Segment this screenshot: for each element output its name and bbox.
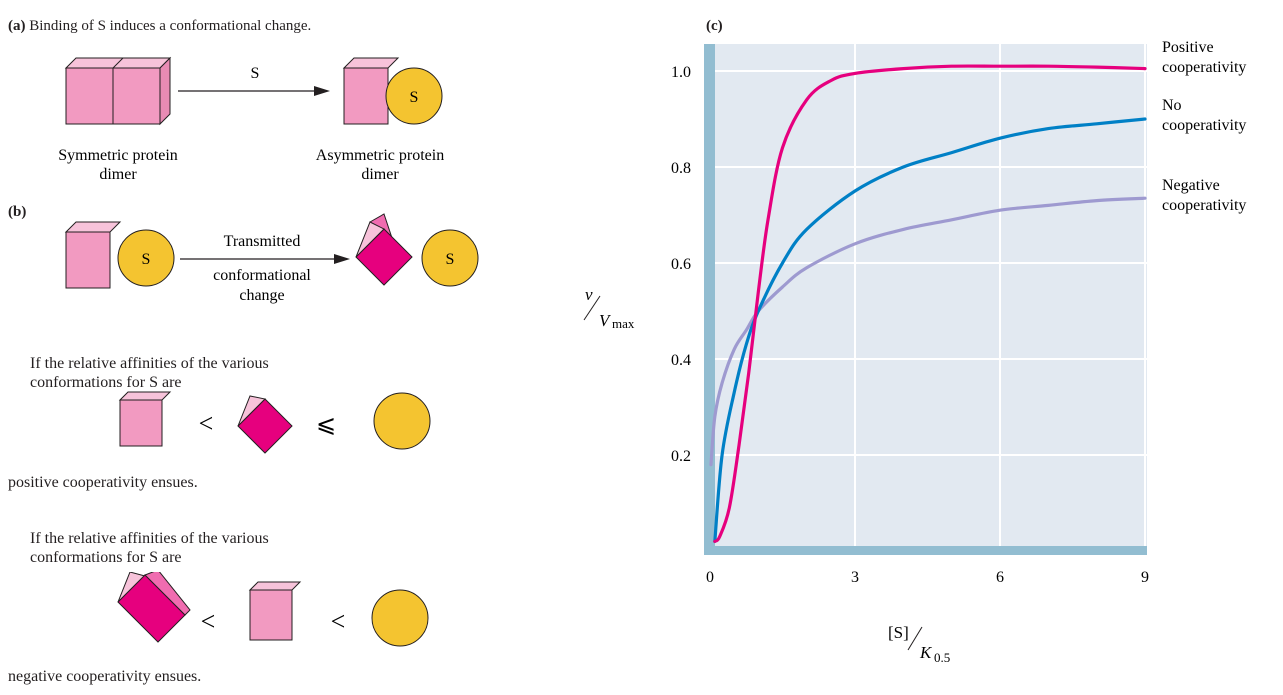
symmetric-caption-1: Symmetric protein — [58, 147, 178, 164]
result-positive: positive cooperativity ensues. — [8, 474, 198, 491]
y-axis-label: v V max — [583, 285, 635, 331]
asymmetric-caption-1: Asymmetric protein — [316, 147, 444, 164]
affinity-relation-1: < ⩽ — [118, 391, 431, 454]
square-icon — [119, 399, 163, 447]
x-axis-band — [704, 546, 1147, 555]
panel-a-diagram: S S Symmetric protein dimer Asymmetric p… — [58, 56, 444, 180]
arrow-bottom-label-1: conformational — [213, 267, 311, 284]
circle-icon — [373, 392, 431, 450]
panel-b-arrowhead — [334, 254, 350, 264]
y-tick-label: 0.6 — [671, 256, 691, 273]
y-label-slash — [583, 295, 601, 321]
asymmetric-caption-2: dimer — [361, 166, 399, 180]
plot-background — [704, 44, 1147, 555]
diamond-top-face — [144, 572, 191, 616]
affinity-relation-2: < < — [117, 572, 429, 647]
legend-label: cooperativity — [1162, 59, 1246, 76]
x-tick-label: 3 — [851, 569, 859, 586]
asymmetric-dimer: S — [342, 57, 443, 125]
relation-2b: < — [331, 607, 346, 636]
y-tick-label: 0.2 — [671, 448, 691, 465]
affinity-text-2a: If the relative affinities of the variou… — [30, 530, 269, 547]
affinity-text-1a: If the relative affinities of the variou… — [30, 355, 269, 372]
panel-c-label: (c) — [706, 18, 723, 34]
x-axis-label: [S] K 0.5 — [888, 623, 950, 665]
panel-b-diagram: S Transmitted conformational change S — [64, 213, 479, 304]
substrate-circle — [385, 67, 443, 125]
x-tick-label: 9 — [1141, 569, 1149, 586]
legend-label: No — [1162, 97, 1182, 114]
square-front-face — [65, 231, 111, 289]
panel-a-arrow-label: S — [251, 65, 260, 82]
y-label-subscript: max — [612, 316, 635, 331]
dimer-side-face — [159, 56, 171, 126]
legend-layer: PositivecooperativityNocooperativityNega… — [1162, 39, 1246, 214]
panel-a-caption-text: Binding of S induces a conformational ch… — [29, 18, 312, 34]
panel-a-caption: (a) Binding of S induces a conformationa… — [8, 18, 311, 35]
relation-1b: ⩽ — [316, 412, 336, 438]
substrate-circle-2 — [421, 229, 479, 287]
diamond-left-face — [355, 221, 385, 258]
x-label-denominator: K — [919, 643, 933, 662]
arrow-top-label: Transmitted — [224, 233, 301, 250]
affinity-text-1b: conformations for S are — [30, 374, 182, 391]
legend-label: Negative — [1162, 177, 1220, 194]
series-line-positive-cooperativity — [713, 64, 1147, 543]
dimer-divider-top — [112, 57, 124, 69]
grid-layer — [715, 44, 1147, 546]
x-tick-label: 0 — [706, 569, 714, 586]
relation-1a: < — [199, 409, 214, 438]
y-tick-label: 0.8 — [671, 160, 691, 177]
x-label-slash — [907, 626, 923, 651]
symmetric-caption-2: dimer — [99, 166, 137, 180]
panel-a-arrowhead — [314, 86, 330, 96]
series-layer — [709, 64, 1147, 543]
x-label-subscript: 0.5 — [934, 650, 950, 665]
tick-layer: 0 3 6 9 0.2 0.4 0.6 0.8 1.0 — [671, 64, 1149, 586]
legend-label: cooperativity — [1162, 117, 1246, 134]
affinity-text-2b: conformations for S are — [30, 549, 182, 566]
square-icon — [249, 589, 293, 641]
panel-b-label: (b) — [8, 204, 27, 220]
y-tick-label: 0.4 — [671, 352, 691, 369]
y-label-numerator: v — [585, 285, 593, 304]
diamond-left-face — [237, 395, 267, 427]
legend-label: Positive — [1162, 39, 1214, 56]
x-label-numerator: [S] — [888, 623, 909, 642]
result-negative: negative cooperativity ensues. — [8, 668, 202, 685]
symmetric-dimer — [64, 56, 172, 126]
substrate-label: S — [410, 89, 419, 106]
y-label-denominator: V — [599, 311, 612, 330]
subunit-front-face — [343, 67, 389, 125]
y-tick-label: 1.0 — [671, 64, 691, 81]
legend-label: cooperativity — [1162, 197, 1246, 214]
arrow-bottom-label-2: change — [239, 287, 284, 304]
substrate-circle — [117, 229, 175, 287]
relation-2a: < — [201, 607, 216, 636]
series-line-no-cooperativity — [713, 117, 1147, 543]
substrate-label-2: S — [446, 251, 455, 268]
series-line-negative-cooperativity — [709, 196, 1147, 467]
y-axis-band — [704, 44, 715, 555]
panel-a-label: (a) — [8, 18, 26, 34]
x-tick-label: 6 — [996, 569, 1004, 586]
circle-icon — [371, 589, 429, 647]
substrate-label: S — [142, 251, 151, 268]
